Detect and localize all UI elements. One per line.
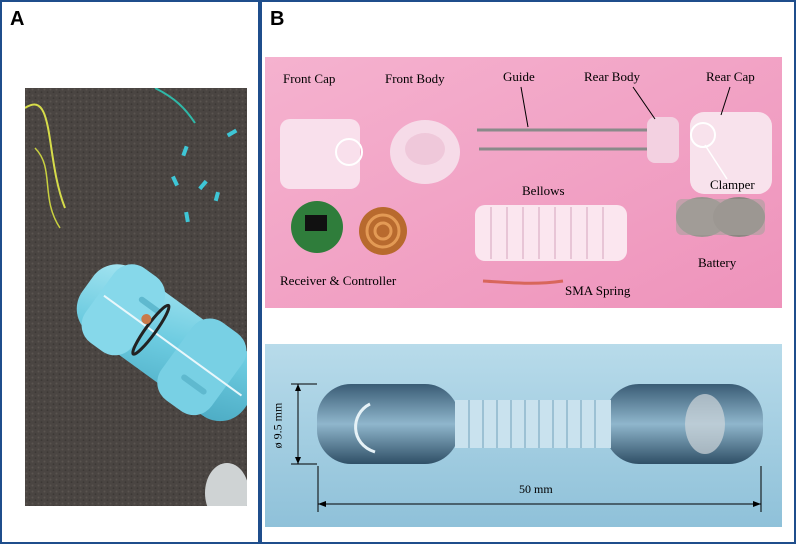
- label-front-cap: Front Cap: [283, 71, 336, 86]
- panel-label-a: A: [10, 8, 25, 30]
- label-guide: Guide: [503, 69, 535, 84]
- label-diameter: ø 9.5 mm: [270, 402, 285, 449]
- label-front-body: Front Body: [385, 71, 445, 86]
- panel-divider: [258, 0, 262, 544]
- assembled-robot-photo: ø 9.5 mm 50 mm: [265, 344, 782, 527]
- components-photo: Front Cap Front Body Guide Rear Body Rea…: [265, 57, 782, 308]
- label-length: 50 mm: [519, 482, 553, 496]
- panel-label-b: B: [270, 8, 285, 30]
- label-battery: Battery: [698, 255, 737, 270]
- label-bellows: Bellows: [522, 183, 565, 198]
- label-rear-cap: Rear Cap: [706, 69, 755, 84]
- robot-photo-carpet: [25, 88, 247, 506]
- label-receiver-controller: Receiver & Controller: [280, 273, 397, 288]
- label-rear-body: Rear Body: [584, 69, 640, 84]
- label-sma-spring: SMA Spring: [565, 283, 631, 298]
- label-clamper: Clamper: [710, 177, 755, 192]
